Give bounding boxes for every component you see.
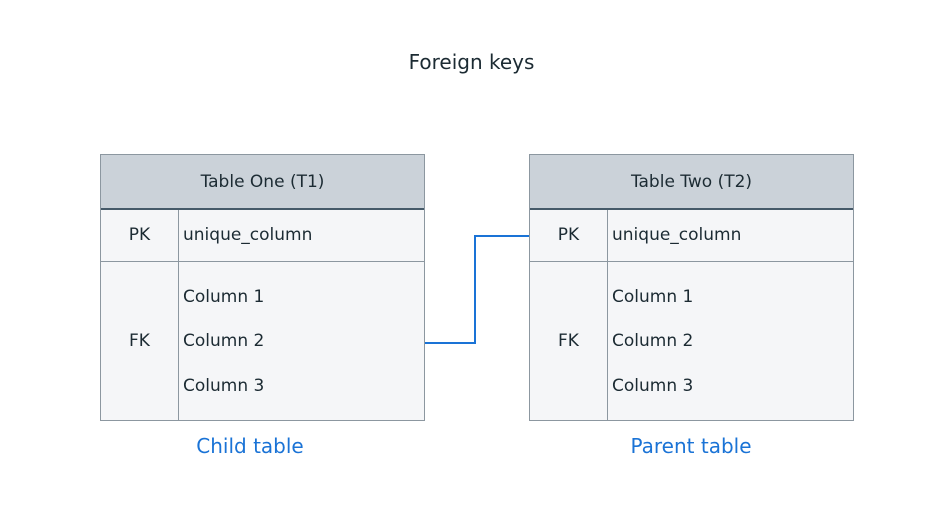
column-1: Column 1 xyxy=(183,287,265,307)
column-divider xyxy=(607,210,608,420)
table-two: Table Two (T2) PK unique_column FK Colum… xyxy=(529,154,854,421)
column-2: Column 2 xyxy=(612,331,694,351)
table-one-header: Table One (T1) xyxy=(101,155,424,210)
child-table-caption: Child table xyxy=(196,434,304,458)
pk-label: PK xyxy=(128,225,151,245)
table-one: Table One (T1) PK unique_column FK Colum… xyxy=(100,154,425,421)
column-3: Column 3 xyxy=(612,376,694,396)
table-two-header: Table Two (T2) xyxy=(530,155,853,210)
column-divider xyxy=(178,210,179,420)
column-2: Column 2 xyxy=(183,331,265,351)
fk-label: FK xyxy=(129,331,150,351)
parent-table-caption: Parent table xyxy=(630,434,752,458)
pk-label: PK xyxy=(557,225,580,245)
row-divider xyxy=(101,261,424,262)
fk-to-pk-line xyxy=(425,235,529,344)
column-3: Column 3 xyxy=(183,376,265,396)
pk-column-name: unique_column xyxy=(612,225,742,245)
pk-column-name: unique_column xyxy=(183,225,313,245)
fk-label: FK xyxy=(558,331,579,351)
row-divider xyxy=(530,261,853,262)
diagram-title: Foreign keys xyxy=(408,50,535,74)
column-1: Column 1 xyxy=(612,287,694,307)
